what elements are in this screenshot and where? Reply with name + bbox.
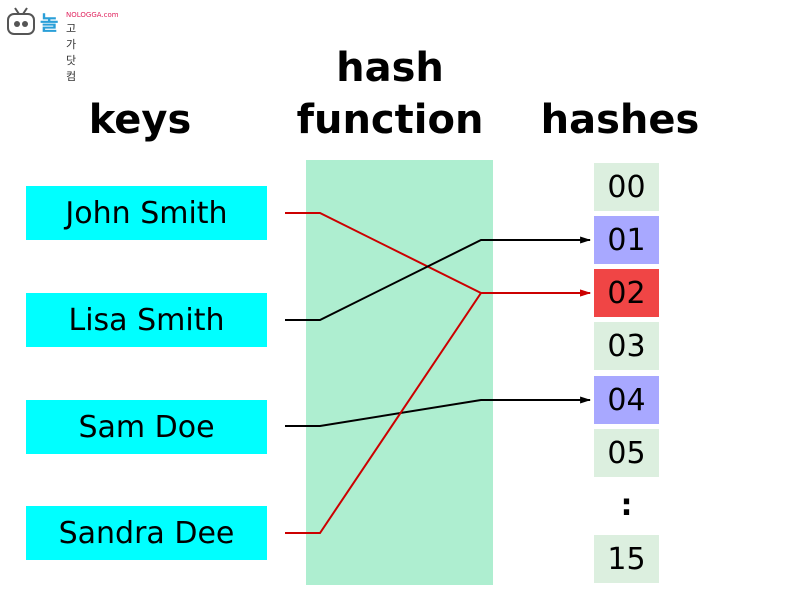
key-box: John Smith bbox=[26, 186, 267, 240]
logo: 놀 NOLOGGA.com 고가닷컴 bbox=[6, 4, 119, 83]
hash-box: 15 bbox=[594, 535, 659, 583]
logo-sub: 고가닷컴 bbox=[66, 22, 77, 83]
logo-domain: NOLOGGA.com bbox=[66, 11, 119, 19]
keys-heading: keys bbox=[88, 97, 192, 143]
mapping-arrow bbox=[285, 236, 592, 321]
key-box: Lisa Smith bbox=[26, 293, 267, 347]
logo-main: 놀 bbox=[40, 10, 59, 35]
mapping-arrow bbox=[285, 396, 592, 427]
hashes-heading: hashes bbox=[540, 97, 700, 143]
hash-function-heading: hash function bbox=[280, 42, 500, 146]
hash-function-heading-line1: hash bbox=[336, 45, 444, 91]
mapping-arrow bbox=[285, 212, 592, 297]
hash-box: 02 bbox=[594, 269, 659, 317]
ellipsis: : bbox=[620, 488, 633, 523]
key-box: Sam Doe bbox=[26, 400, 267, 454]
hash-function-box bbox=[306, 160, 493, 585]
tv-icon bbox=[7, 7, 35, 35]
hash-box: 01 bbox=[594, 216, 659, 264]
key-box: Sandra Dee bbox=[26, 506, 267, 560]
hash-box: 04 bbox=[594, 376, 659, 424]
hash-function-heading-line2: function bbox=[296, 97, 484, 143]
mapping-arrow bbox=[285, 289, 592, 534]
hash-box: 05 bbox=[594, 429, 659, 477]
hash-box: 03 bbox=[594, 322, 659, 370]
hash-box: 00 bbox=[594, 163, 659, 211]
